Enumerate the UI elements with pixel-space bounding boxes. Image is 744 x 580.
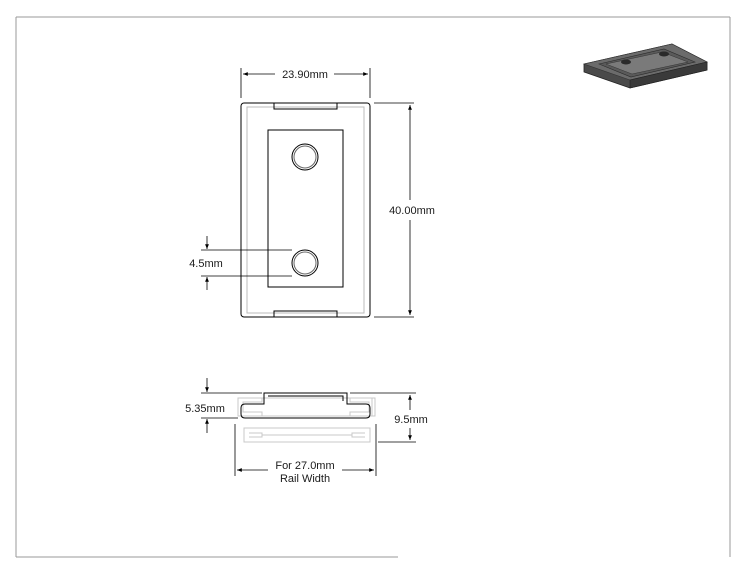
rail-slot-bottom [273,310,338,318]
sheet-border [15,16,731,558]
rail-slot-top [273,102,338,110]
height-dimension [374,102,414,318]
thickness-dimension-label: 5.35mm [185,403,225,415]
clamp-profile [240,392,371,419]
width-dimension [240,68,371,98]
raised-rail-pad [267,129,344,288]
mounting-hole-upper [291,143,319,171]
mounting-hole-lower [291,249,319,277]
hole-dimension-label: 4.5mm [189,258,223,270]
rail-width-label-line2: Rail Width [280,473,330,485]
rail-width-dimension [234,424,377,476]
width-dimension-label: 23.90mm [282,69,328,81]
isometric-part-view [582,43,708,89]
total-height-dimension [350,392,416,443]
plate-outline [240,102,371,318]
height-dimension-label: 40.00mm [389,205,435,217]
rail-phantom [237,397,376,443]
rail-width-label-line1: For 27.0mm [275,460,334,472]
top-view [240,102,371,318]
total-height-dimension-label: 9.5mm [394,414,428,426]
side-view [237,392,376,443]
hole-dimension [201,236,292,290]
thickness-dimension [201,378,262,433]
plate-inner-edge [246,106,365,314]
